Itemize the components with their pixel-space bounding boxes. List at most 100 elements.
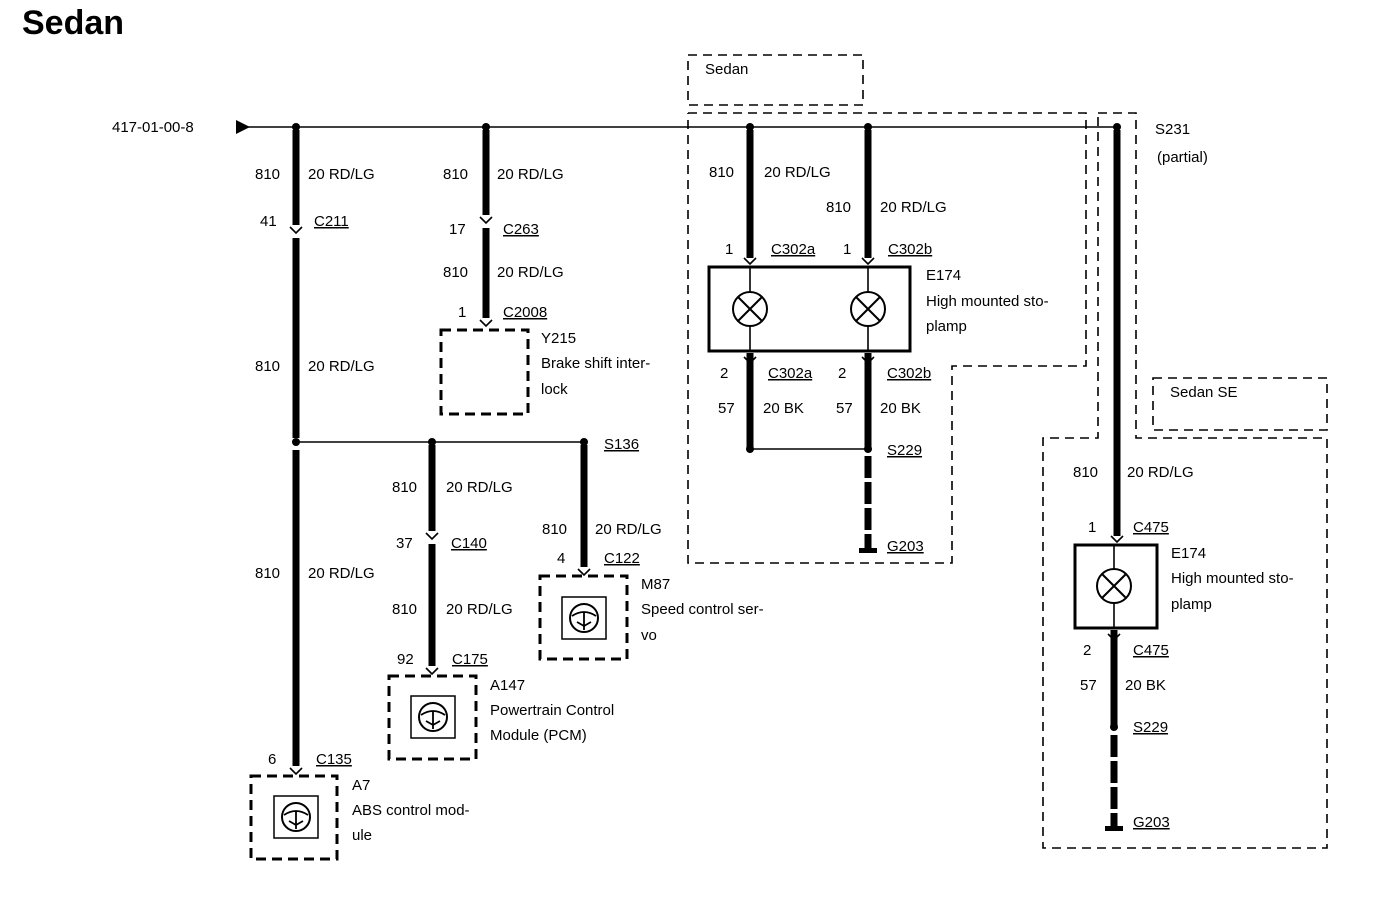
connector-c302b-in-arrow (861, 257, 875, 266)
region-sedan-se-label: Sedan SE (1170, 384, 1238, 401)
component-a147-id: A147 (490, 677, 525, 694)
connector-c122-pin: 4 (557, 550, 565, 567)
component-a7-desc-1: ABS control mod- (352, 802, 470, 819)
connector-c175-pin: 92 (397, 651, 414, 668)
region-sedan-label: Sedan (705, 61, 748, 78)
component-m87-desc-2: vo (641, 627, 657, 644)
splice-s229-dot-a (746, 445, 754, 453)
connector-c302b-label-in: C302b (888, 241, 932, 258)
ground-circuit-label: 57 (836, 400, 853, 417)
connector-c2008-arrow (479, 319, 493, 328)
connector-c135-label: C135 (316, 751, 352, 768)
component-e174-se-desc-2: plamp (1171, 596, 1212, 613)
wire-circuit-label: 810 (255, 565, 280, 582)
connector-c475-out-arrow (1107, 633, 1121, 642)
component-e174-desc-1: High mounted sto- (926, 293, 1049, 310)
bus-junction-3 (746, 123, 754, 131)
connector-c302b-pin-out: 2 (838, 365, 846, 382)
component-a147-box (387, 674, 478, 761)
connector-c211-pin: 41 (260, 213, 277, 230)
component-e174-id: E174 (926, 267, 961, 284)
ground-g203-se-symbol (1105, 826, 1123, 831)
wire-color-label: 20 RD/LG (880, 199, 947, 216)
component-y215-id: Y215 (541, 330, 576, 347)
ground-circuit-label: 57 (718, 400, 735, 417)
component-m87-frame (561, 596, 607, 640)
ground-wire-color-label: 20 BK (763, 400, 804, 417)
splice-s229-label: S229 (887, 442, 922, 459)
wire-circuit-label: 810 (443, 166, 468, 183)
region-sedan-se-box (1042, 112, 1328, 849)
connector-c302a-label-in: C302a (771, 241, 816, 258)
connector-c122-arrow (577, 568, 591, 577)
connector-c175-label: C175 (452, 651, 488, 668)
component-a147-frame (410, 695, 456, 739)
lamp-icon (850, 291, 886, 327)
wire-circuit-label: 810 (255, 166, 280, 183)
component-e174-se-box (1073, 543, 1159, 630)
bus-junction-1 (292, 123, 300, 131)
connector-c302a-pin-in: 1 (725, 241, 733, 258)
wire-color-label: 20 RD/LG (308, 565, 375, 582)
splice-s231-label: S231 (1155, 121, 1190, 138)
ground-g203-se-label: G203 (1133, 814, 1170, 831)
connector-c122-label: C122 (604, 550, 640, 567)
wire-circuit-label: 810 (826, 199, 851, 216)
splice-s136-dot (580, 438, 588, 446)
connector-c302b-label-out: C302b (887, 365, 931, 382)
connector-c475-label-in: C475 (1133, 519, 1169, 536)
reference-label: 417-01-00-8 (112, 119, 194, 136)
connector-c302b-pin-in: 1 (843, 241, 851, 258)
region-sedan-se-label-box (1152, 377, 1328, 431)
wire-color-label: 20 RD/LG (446, 479, 513, 496)
connector-c140-pin: 37 (396, 535, 413, 552)
module-icon (418, 702, 448, 732)
lamp-icon (1096, 568, 1132, 604)
connector-c175-arrow (425, 667, 439, 676)
wire-color-label: 20 RD/LG (1127, 464, 1194, 481)
connector-c475-in-arrow (1110, 535, 1124, 544)
component-a7-frame (273, 795, 319, 839)
region-sedan-box (687, 112, 1087, 564)
wire-circuit-label: 810 (542, 521, 567, 538)
connector-c302a-out-arrow (743, 356, 757, 365)
connector-c135-arrow (289, 767, 303, 776)
connector-c263-pin: 17 (449, 221, 466, 238)
component-a7-id: A7 (352, 777, 370, 794)
component-y215-desc-1: Brake shift inter- (541, 355, 650, 372)
connector-c475-pin-in: 1 (1088, 519, 1096, 536)
splice-s136-label: S136 (604, 436, 639, 453)
component-y215-box (439, 328, 530, 416)
component-a147-desc-1: Powertrain Control (490, 702, 614, 719)
junction-s136-mid (428, 438, 436, 446)
component-m87-id: M87 (641, 576, 670, 593)
component-y215-desc-2: lock (541, 381, 568, 398)
connector-c140-label: C140 (451, 535, 487, 552)
wire-color-label: 20 RD/LG (764, 164, 831, 181)
ground-g203-label: G203 (887, 538, 924, 555)
wire-circuit-label: 810 (443, 264, 468, 281)
wire-color-label: 20 RD/LG (497, 264, 564, 281)
component-e174-desc-2: plamp (926, 318, 967, 335)
page-title: Sedan (22, 4, 124, 42)
ground-wire-color-label: 20 BK (880, 400, 921, 417)
connector-c211-arrow (289, 226, 303, 235)
splice-s231-dot (1113, 123, 1121, 131)
ground-circuit-label: 57 (1080, 677, 1097, 694)
ground-wire-color-label: 20 BK (1125, 677, 1166, 694)
module-icon (569, 603, 599, 633)
component-e174-se-id: E174 (1171, 545, 1206, 562)
connector-c263-arrow (479, 216, 493, 225)
connector-c302a-pin-out: 2 (720, 365, 728, 382)
wire-circuit-label: 810 (255, 358, 280, 375)
connector-c140-arrow (425, 532, 439, 541)
wire-circuit-label: 810 (392, 479, 417, 496)
splice-s229-se-dot (1110, 723, 1118, 731)
bus-junction-2 (482, 123, 490, 131)
wire-circuit-label: 810 (709, 164, 734, 181)
connector-c2008-label: C2008 (503, 304, 547, 321)
connector-c302a-label-out: C302a (768, 365, 813, 382)
splice-s231-note: (partial) (1157, 149, 1208, 166)
component-a7-desc-2: ule (352, 827, 372, 844)
